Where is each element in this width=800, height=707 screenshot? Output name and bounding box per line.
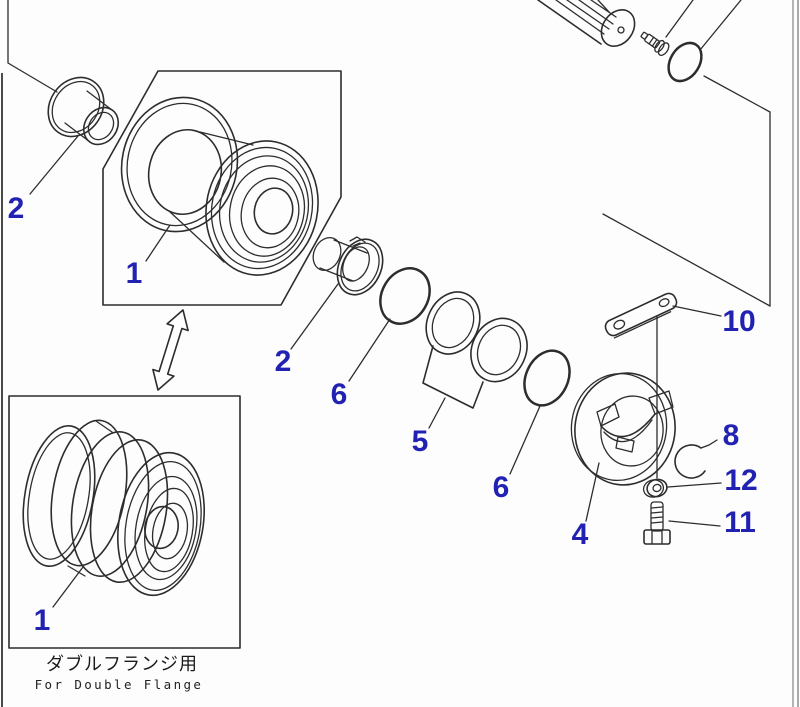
floating-seal-set[interactable] bbox=[416, 283, 537, 409]
callout-11-bolt[interactable]: 11 bbox=[724, 506, 756, 539]
variant-swap-arrow bbox=[152, 309, 189, 391]
callout-2-bushing-left[interactable]: 2 bbox=[8, 192, 25, 225]
bushing-upper-left[interactable] bbox=[37, 67, 125, 151]
spring-pin[interactable] bbox=[674, 439, 718, 479]
caption-english: For Double Flange bbox=[35, 677, 204, 692]
frame-reference-lines bbox=[7, 0, 771, 307]
mounting-bolt[interactable] bbox=[643, 501, 671, 545]
callout-5-seal[interactable]: 5 bbox=[412, 425, 429, 458]
callout-12-washer[interactable]: 12 bbox=[724, 464, 757, 497]
callout-10-plate[interactable]: 10 bbox=[722, 305, 755, 338]
callout-4-collar[interactable]: 4 bbox=[572, 518, 589, 551]
callout-6-oring-front[interactable]: 6 bbox=[331, 378, 348, 411]
callout-numbers: 2 1 2 6 5 6 4 8 10 12 11 1 bbox=[8, 192, 758, 637]
caption-japanese: ダブルフランジ用 bbox=[46, 653, 198, 674]
callout-6-oring-rear[interactable]: 6 bbox=[493, 471, 510, 504]
caption: ダブルフランジ用 For Double Flange bbox=[35, 653, 204, 692]
o-ring-front[interactable] bbox=[371, 259, 440, 332]
callout-2-bushing-mid[interactable]: 2 bbox=[275, 345, 292, 378]
seal-ring-top-right bbox=[667, 41, 703, 83]
shaft-end bbox=[537, 0, 636, 47]
track-roller-double-flange[interactable] bbox=[13, 414, 215, 602]
callout-1-roller-bottom[interactable]: 1 bbox=[34, 604, 51, 637]
o-ring-rear[interactable] bbox=[516, 343, 578, 412]
roller-double-flange-box bbox=[8, 395, 241, 649]
support-collar[interactable] bbox=[565, 367, 683, 492]
callout-8-pin[interactable]: 8 bbox=[723, 419, 740, 452]
roller-standard-box bbox=[102, 70, 342, 306]
callout-1-roller-top[interactable]: 1 bbox=[126, 257, 143, 290]
bushing-middle[interactable] bbox=[308, 232, 391, 302]
plug-bolt bbox=[640, 31, 670, 56]
washer[interactable] bbox=[642, 477, 669, 499]
lock-plate[interactable] bbox=[603, 291, 679, 339]
track-roller-standard[interactable] bbox=[109, 87, 330, 286]
